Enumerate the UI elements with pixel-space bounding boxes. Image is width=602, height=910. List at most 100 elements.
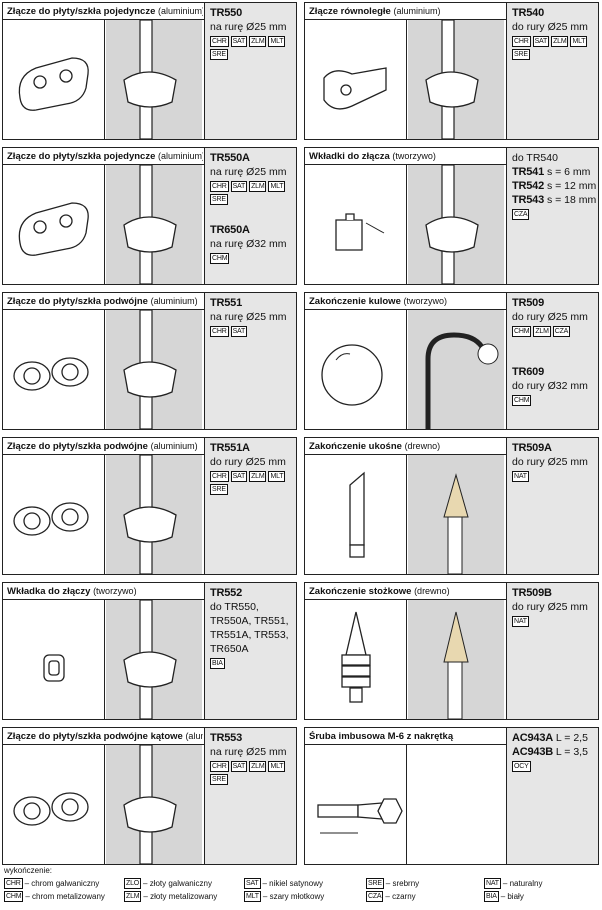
product-code: TR509A bbox=[512, 442, 552, 454]
image-divider bbox=[104, 19, 105, 139]
finish-tag: CHR bbox=[210, 761, 229, 772]
product-title-main: Zakończenie stożkowe bbox=[309, 586, 412, 597]
product-title: Wkładki do złącza (tworzywo) bbox=[309, 151, 505, 162]
finish-tag: CHM bbox=[512, 326, 532, 337]
finish-tag: CHM bbox=[210, 253, 230, 264]
legend-label: – naturalny bbox=[502, 879, 543, 888]
product-title-main: Śruba imbusowa M-6 z nakrętką bbox=[309, 731, 454, 742]
product-material: (aluminium) bbox=[150, 441, 198, 451]
product-card: Złącze do płyty/szkła podwójne kątowe (a… bbox=[2, 727, 297, 865]
product-drawing bbox=[4, 310, 104, 429]
product-drawing bbox=[4, 600, 104, 719]
info-line: TR542 s = 12 mm bbox=[512, 179, 598, 193]
product-code: TR550 bbox=[210, 7, 243, 19]
product-spec: na rurę Ø25 mm bbox=[210, 166, 287, 178]
info-line: TR551A, TR553, bbox=[210, 628, 296, 642]
product-drawing bbox=[306, 745, 406, 864]
finish-tag: NAT bbox=[512, 471, 529, 482]
info-line: na rurę Ø25 mm bbox=[210, 20, 296, 34]
finish-tag: CHM bbox=[512, 395, 532, 406]
product-spec: s = 6 mm bbox=[546, 166, 591, 178]
product-card: Złącze do płyty/szkła pojedyncze (alumin… bbox=[2, 147, 297, 285]
product-code: TR552 bbox=[210, 587, 243, 599]
usage-drawing bbox=[106, 745, 202, 864]
usage-drawing bbox=[408, 600, 504, 719]
info-line: na rurę Ø25 mm bbox=[210, 745, 296, 759]
product-material: (drewno) bbox=[404, 441, 441, 451]
image-divider bbox=[406, 164, 407, 284]
product-code: TR553 bbox=[210, 732, 243, 744]
usage-drawing bbox=[106, 310, 202, 429]
title-divider bbox=[3, 744, 204, 745]
product-title: Złącze równoległe (aluminium) bbox=[309, 6, 505, 17]
spacer bbox=[512, 337, 598, 365]
legend-item: MLT– szary młotkowy bbox=[244, 891, 366, 902]
finish-tag: CZA bbox=[552, 326, 571, 337]
product-spec: s = 12 mm bbox=[546, 180, 597, 192]
finish-tag: SRE bbox=[210, 774, 228, 785]
usage-drawing bbox=[408, 745, 504, 864]
title-divider bbox=[3, 164, 204, 165]
finish-tag: MLT bbox=[570, 36, 588, 47]
info-line: AC943B L = 3,5 bbox=[512, 745, 598, 759]
info-line: TR609 bbox=[512, 365, 598, 379]
usage-drawing bbox=[106, 600, 202, 719]
product-card: Śruba imbusowa M-6 z nakrętką AC943A L =… bbox=[304, 727, 599, 865]
product-card: Złącze do płyty/szkła podwójne (aluminiu… bbox=[2, 292, 297, 430]
legend-tag: SAT bbox=[244, 878, 261, 889]
finish-tags: CZA bbox=[512, 209, 598, 220]
info-line: na rurę Ø25 mm bbox=[210, 310, 296, 324]
product-code: TR551 bbox=[210, 297, 243, 309]
usage-drawing bbox=[106, 20, 202, 139]
finish-tags: BIA bbox=[210, 658, 296, 669]
info-line: do rury Ø25 mm bbox=[512, 20, 598, 34]
info-line: TR540 bbox=[512, 6, 598, 20]
finish-tags: NAT bbox=[512, 471, 598, 482]
title-divider bbox=[305, 164, 506, 165]
product-card: Złącze do płyty/szkła podwójne (aluminiu… bbox=[2, 437, 297, 575]
product-title-main: Zakończenie kulowe bbox=[309, 296, 401, 307]
product-title: Złącze do płyty/szkła podwójne kątowe (a… bbox=[7, 731, 203, 742]
info-line: do rury Ø25 mm bbox=[210, 455, 296, 469]
product-material: (aluminium) bbox=[158, 151, 203, 161]
finish-tag: SAT bbox=[230, 181, 248, 192]
product-material: (drewno) bbox=[414, 586, 450, 596]
product-title: Złącze do płyty/szkła podwójne (aluminiu… bbox=[7, 296, 203, 307]
title-divider bbox=[3, 454, 204, 455]
product-spec: do rury Ø25 mm bbox=[512, 311, 588, 323]
legend-label: – chrom metalizowany bbox=[25, 892, 105, 901]
legend-item: BIA– biały bbox=[484, 891, 594, 902]
finish-tag: SAT bbox=[230, 761, 248, 772]
image-divider bbox=[406, 19, 407, 139]
finish-tag: ZLM bbox=[249, 36, 267, 47]
product-title: Złącze do płyty/szkła pojedyncze (alumin… bbox=[7, 6, 203, 17]
title-divider bbox=[305, 599, 506, 600]
legend-item: CHR– chrom galwaniczny bbox=[4, 878, 124, 889]
product-spec: do TR540 bbox=[512, 152, 558, 164]
product-drawing bbox=[306, 310, 406, 429]
product-code: TR509 bbox=[512, 297, 545, 309]
product-title: Zakończenie kulowe (tworzywo) bbox=[309, 296, 505, 307]
image-divider bbox=[406, 599, 407, 719]
legend-label: – złoty galwaniczny bbox=[143, 879, 212, 888]
usage-drawing bbox=[408, 310, 504, 429]
product-title-main: Złącze do płyty/szkła pojedyncze bbox=[7, 6, 156, 17]
title-divider bbox=[305, 744, 506, 745]
finish-tags: CHM bbox=[512, 395, 598, 406]
product-spec: do rury Ø25 mm bbox=[512, 21, 588, 33]
product-code: TR609 bbox=[512, 366, 545, 378]
product-drawing bbox=[4, 20, 104, 139]
info-line: TR550A, TR551, bbox=[210, 614, 296, 628]
product-title-main: Zakończenie ukośne bbox=[309, 441, 402, 452]
product-drawing bbox=[306, 165, 406, 284]
product-spec: TR550A, TR551, bbox=[210, 615, 289, 627]
